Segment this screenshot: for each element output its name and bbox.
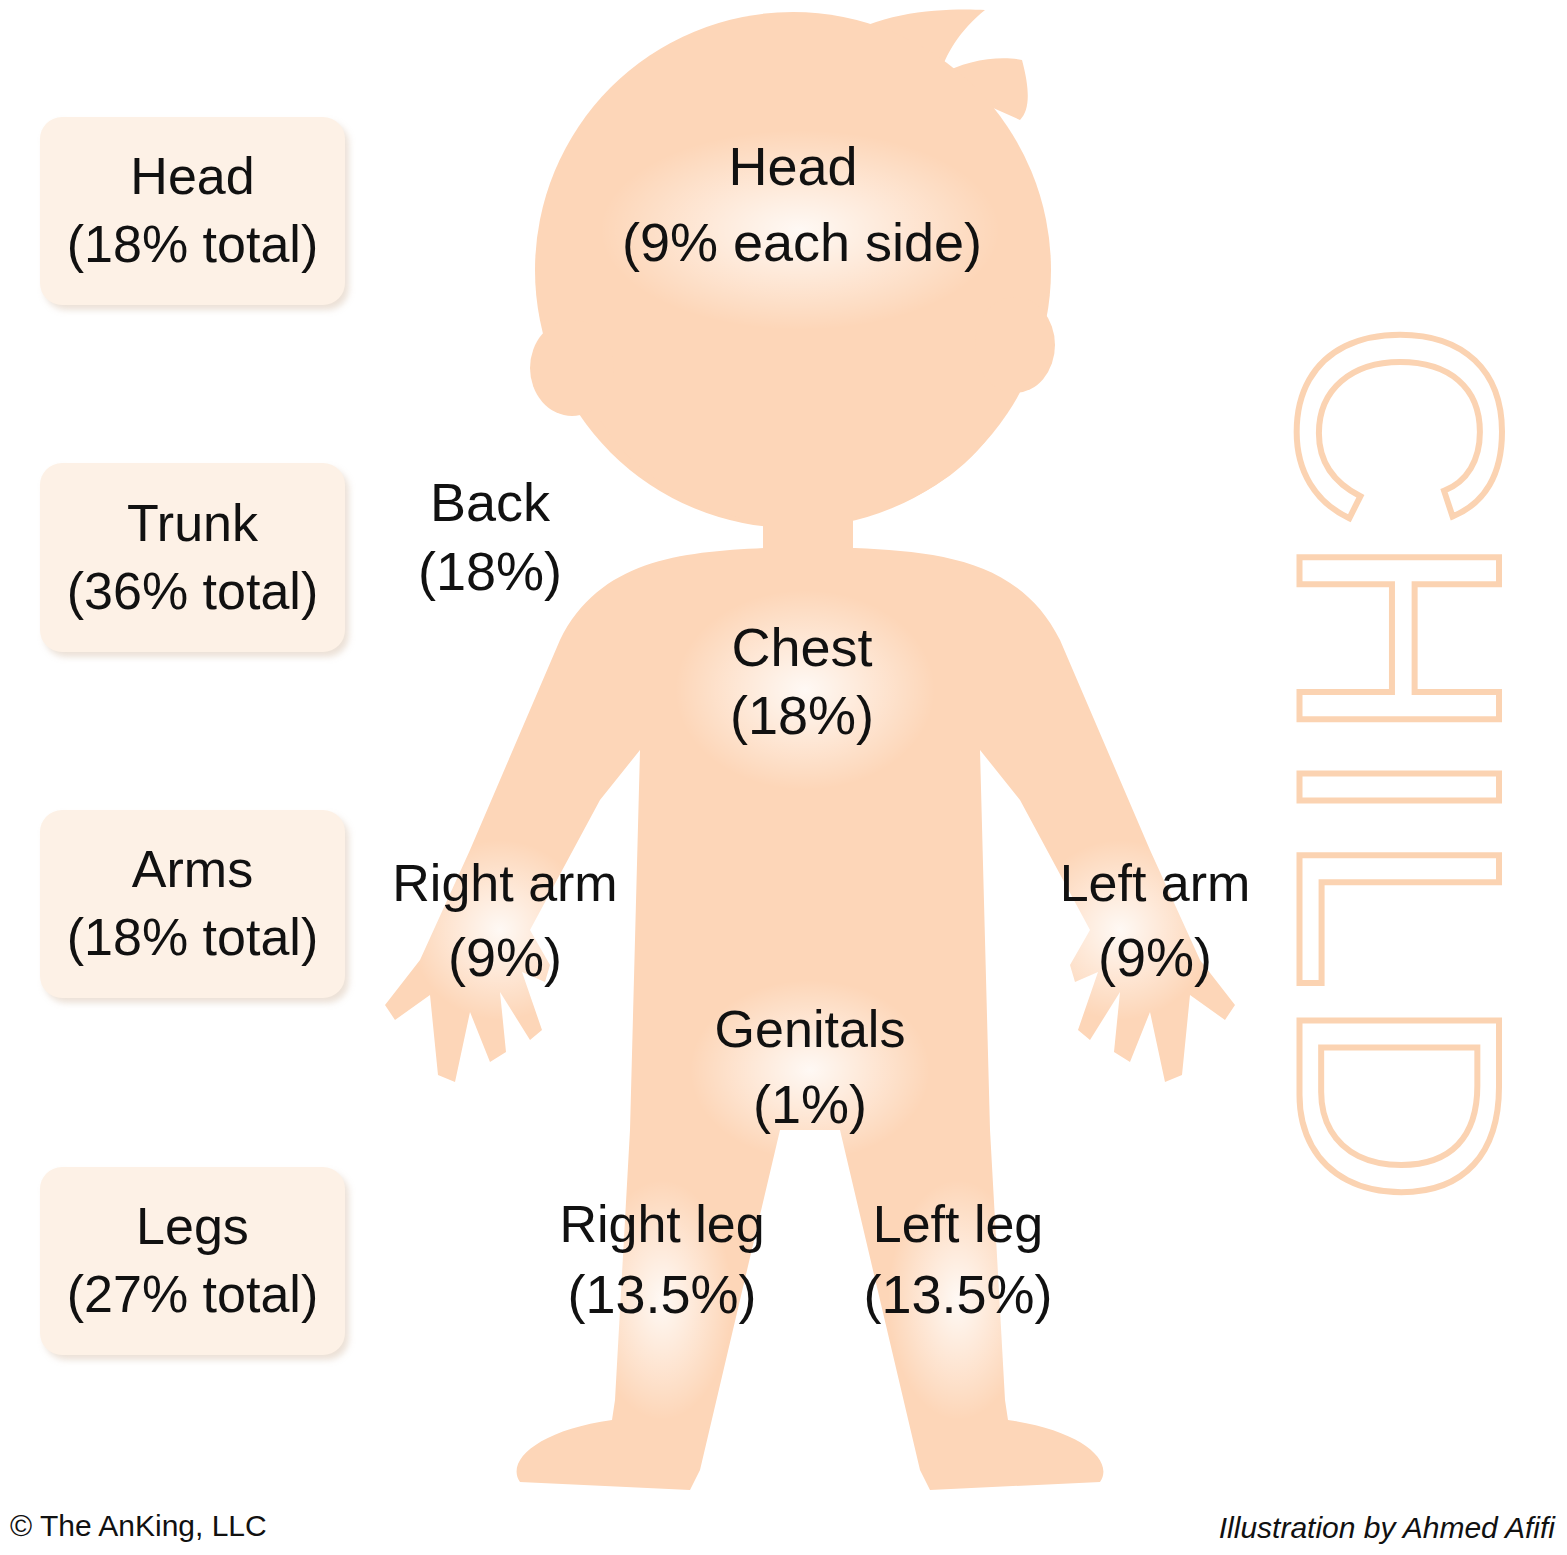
region-name: Right arm	[392, 855, 617, 912]
copyright-note: © The AnKing, LLC	[10, 1509, 267, 1542]
region-total-box: Arms(18% total)	[40, 810, 345, 998]
region-percent: (27% total)	[67, 1261, 318, 1329]
region-name: Legs	[136, 1193, 249, 1261]
region-name: Trunk	[127, 490, 258, 558]
region-name: Head	[728, 137, 857, 196]
region-name: Left arm	[1060, 855, 1251, 912]
region-total-box: Head(18% total)	[40, 117, 345, 305]
region-percent: (18%)	[418, 542, 562, 601]
region-total-box: Trunk(36% total)	[40, 463, 345, 652]
region-percent: (36% total)	[67, 558, 318, 626]
region-name: Head	[130, 143, 254, 211]
region-percent: (13.5%)	[863, 1265, 1052, 1324]
region-percent: (1%)	[753, 1075, 867, 1134]
region-name: Left leg	[873, 1196, 1044, 1253]
region-total-box: Legs(27% total)	[40, 1167, 345, 1355]
region-percent: (9% each side)	[622, 213, 982, 272]
region-percent: (9%)	[448, 928, 562, 987]
region-percent: (13.5%)	[567, 1265, 756, 1324]
region-name: Chest	[731, 618, 872, 677]
region-name: Genitals	[715, 1001, 906, 1058]
region-percent: (18% total)	[67, 904, 318, 972]
illustrator-credit: Illustration by Ahmed Afifi	[1219, 1511, 1555, 1544]
region-name: Back	[430, 473, 550, 532]
region-percent: (9%)	[1098, 928, 1212, 987]
region-name: Right leg	[559, 1196, 764, 1253]
region-percent: (18% total)	[67, 211, 318, 279]
region-name: Arms	[132, 836, 253, 904]
region-percent: (18%)	[730, 686, 874, 745]
watermark: CHILD	[1241, 320, 1560, 1210]
